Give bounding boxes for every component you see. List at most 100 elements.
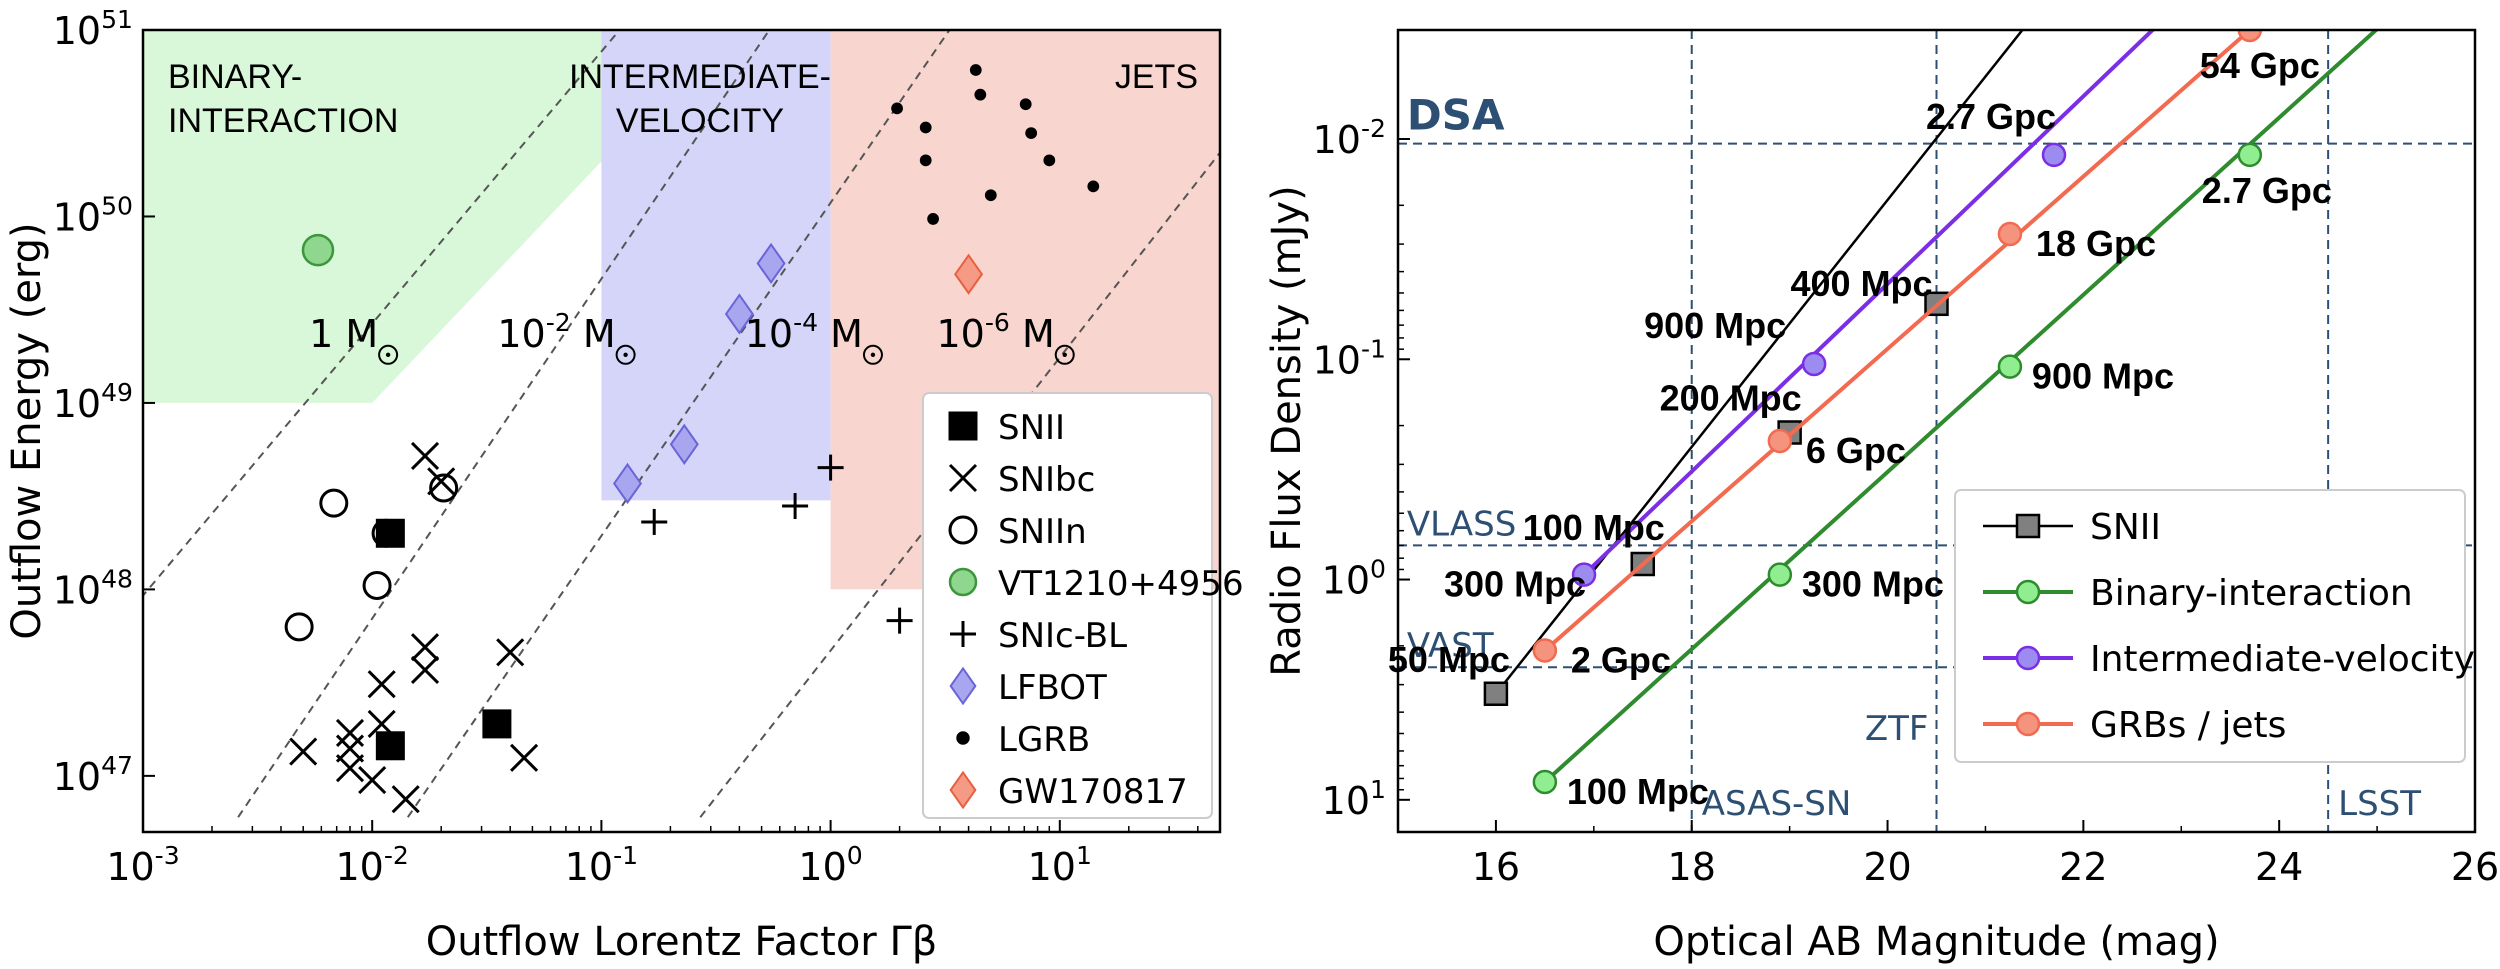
data-point [410, 441, 440, 470]
data-point [319, 488, 349, 518]
survey-label: VAST [1407, 626, 1494, 666]
data-point [724, 293, 754, 335]
legend-marker-shape [956, 731, 970, 745]
data-point [1997, 221, 2023, 247]
data-point-shape [1025, 127, 1038, 139]
region-label: BINARY- [168, 58, 302, 96]
data-point [756, 242, 786, 285]
sun-symbol-dot [385, 352, 391, 358]
legend-marker [948, 411, 978, 441]
distance-label: 300 Mpc [1802, 564, 1944, 605]
series-snic-bl [641, 454, 913, 634]
right-frame [1396, 28, 2477, 834]
x-tick-label: 26 [2451, 845, 2499, 889]
mass-label: 10-4 M [745, 308, 863, 356]
data-point [782, 493, 809, 520]
right-plot-area [1398, 30, 2475, 832]
data-point-shape [919, 154, 932, 167]
data-point [1571, 562, 1597, 587]
x-tick-label: 18 [1668, 845, 1716, 889]
legend-label: SNIIn [998, 512, 1087, 552]
data-point [367, 670, 396, 699]
data-point [2041, 142, 2067, 168]
legend-label: LFBOT [998, 668, 1107, 708]
data-point-shape [1019, 98, 1032, 111]
series-lfbot [612, 242, 786, 505]
data-point [427, 467, 456, 496]
data-point [1532, 638, 1558, 663]
data-point [969, 64, 982, 76]
legend-marker [2015, 645, 2041, 671]
x-tick-label: 20 [1863, 845, 1911, 889]
mass-label: 10-6 M [936, 308, 1054, 356]
legend-label: LGRB [998, 720, 1090, 760]
x-tick-label: 10-2 [336, 841, 409, 889]
legend-label: GW170817 [998, 772, 1188, 812]
y-axis-label: Outflow Energy (erg) [4, 222, 50, 639]
distance-label: 54 Gpc [2200, 45, 2320, 86]
distance-label: 100 Mpc [1523, 507, 1665, 548]
region-label: INTERMEDIATE- [569, 58, 831, 96]
data-point [410, 633, 440, 662]
region-label: JETS [1115, 58, 1198, 96]
data-point-stroke [510, 743, 539, 772]
y-tick-label: 10-1 [1313, 334, 1386, 382]
data-point-shape [362, 570, 392, 600]
data-point-stroke [427, 467, 456, 496]
distance-label: 50 Mpc [1388, 639, 1510, 680]
data-point-shape [724, 293, 754, 335]
legend-label: VT1210+4956 [998, 564, 1244, 604]
data-point [886, 607, 913, 634]
legend-label: GRBs / jets [2090, 705, 2286, 746]
legend-marker [950, 621, 976, 647]
data-point [954, 253, 984, 295]
x-tick-label: 101 [1028, 841, 1092, 889]
mass-line [406, 30, 951, 818]
legend-marker-shape [949, 770, 977, 810]
y-tick-label: 1049 [53, 378, 133, 426]
mass-label: 1 M [309, 312, 378, 356]
data-point [817, 454, 844, 481]
series-snibc [289, 441, 539, 814]
data-point [1767, 428, 1793, 454]
legend-label: SNII [998, 408, 1065, 448]
sun-symbol [862, 344, 883, 365]
data-point-stroke [391, 785, 420, 814]
data-point [2237, 142, 2263, 168]
legend-marker [949, 666, 977, 706]
legend-marker [948, 463, 978, 493]
legend-marker [2015, 579, 2041, 605]
data-point [919, 121, 932, 134]
data-point-shape [319, 488, 349, 518]
data-point-shape [301, 233, 335, 267]
data-point-stroke [335, 734, 365, 763]
y-tick-label: 1051 [53, 5, 133, 53]
legend: SNIISNIbcSNIInVT1210+4956SNIc-BLLFBOTLGR… [922, 392, 1244, 819]
legend-marker-stroke [948, 463, 978, 493]
data-point-stroke [367, 709, 396, 738]
x-tick-label: 10-3 [106, 841, 179, 889]
data-point-stroke [496, 638, 525, 667]
legend-marker [2015, 711, 2041, 737]
data-point [669, 423, 699, 465]
sun-symbol-dot [1062, 352, 1067, 358]
series-sniin [284, 473, 459, 642]
data-point [2237, 30, 2263, 43]
sun-symbol-ring [615, 344, 636, 365]
distance-label: 2.7 Gpc [1926, 96, 2056, 137]
region-binary-interaction [143, 30, 727, 403]
sun-symbol-dot [623, 352, 628, 358]
data-point-shape [919, 121, 932, 134]
x-tick-label: 24 [2255, 845, 2303, 889]
distance-label: 300 Mpc [1444, 564, 1586, 605]
data-point [289, 737, 318, 766]
data-point [974, 88, 987, 101]
legend-marker-shape [948, 567, 978, 597]
data-point [375, 731, 405, 761]
distance-label: 900 Mpc [1644, 305, 1786, 346]
distance-label: 100 Mpc [1567, 771, 1709, 812]
data-point-shape [612, 462, 643, 505]
data-point [301, 233, 335, 267]
data-point-shape [1087, 180, 1100, 193]
